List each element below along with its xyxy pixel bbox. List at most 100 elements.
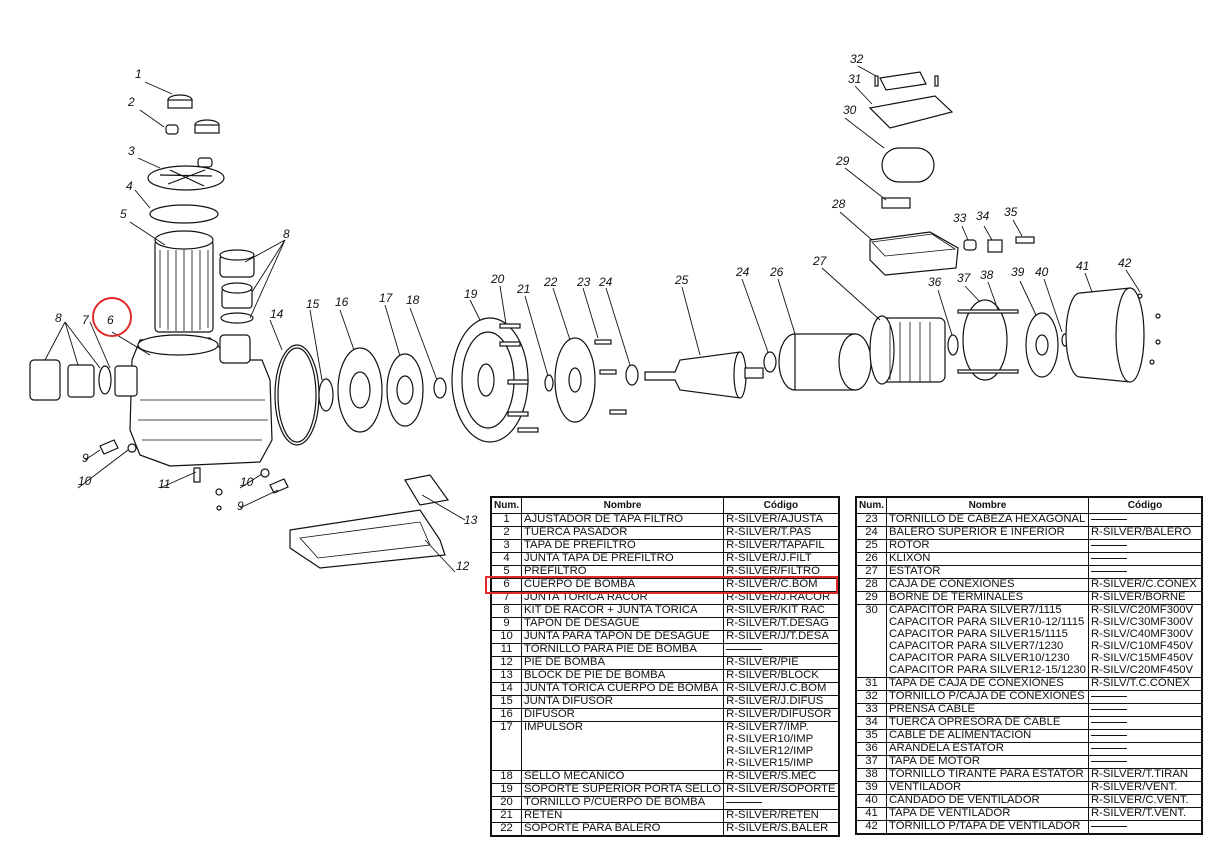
cell-name: DIFUSOR	[520, 708, 725, 722]
cell-name: TORNILLO DE CABEZA HEXAGONAL	[886, 513, 1089, 527]
part-rotor	[644, 351, 764, 399]
callout-37: 37	[957, 271, 972, 285]
callout-12: 12	[456, 559, 470, 573]
cell-code	[723, 643, 840, 657]
cell-code: R-SILVER/BLOCK	[723, 669, 840, 683]
callout-41: 41	[1076, 259, 1089, 273]
callout-21: 21	[516, 282, 530, 296]
cell-num: 24	[855, 526, 887, 540]
cell-name: ARANDELA ESTATOR	[886, 742, 1089, 756]
cell-code: R-SILVER/KIT RAC	[723, 604, 840, 618]
cell-num	[490, 746, 522, 758]
dash-mark	[1090, 544, 1127, 546]
callout-29: 29	[835, 154, 850, 168]
cell-name: SOPORTE PARA BALERO	[520, 822, 725, 836]
cell-name: TUERCA PASADOR	[520, 526, 725, 540]
cell-code: R-SILVER/DIFUSOR	[723, 708, 840, 722]
dash-mark	[1090, 570, 1127, 572]
cell-code: R-SILV/C30MF300V	[1087, 617, 1203, 629]
callout-11: 11	[158, 477, 170, 491]
cell-name: JUNTA TÓRICA CUERPO DE BOMBA	[520, 682, 725, 696]
callout-24-left: 24	[598, 275, 613, 289]
cell-name: JUNTA DIFUSOR	[520, 695, 725, 709]
cell-code: R-SILVER/J.DIFUS	[723, 695, 840, 709]
cell-code: R-SILVER/J.C.BOM	[723, 682, 840, 696]
cell-name: CAPACITOR PARA SILVER10/1230	[886, 653, 1089, 665]
cell-num: 18	[490, 770, 522, 784]
cell-name: CAPACITOR PARA SILVER15/1115	[886, 629, 1089, 641]
callout-9-left: 9	[82, 451, 89, 465]
cell-num	[855, 617, 887, 629]
header-code: Código	[723, 496, 840, 514]
cell-num: 12	[490, 656, 522, 670]
part-strainer-basket	[154, 230, 214, 333]
cell-num: 26	[855, 552, 887, 566]
cell-num: 23	[855, 513, 887, 527]
highlight-row-part-6	[485, 576, 838, 594]
callout-25: 25	[674, 273, 689, 287]
cell-num: 40	[855, 794, 887, 808]
cell-code: R-SILVER/S.BALER	[723, 822, 840, 836]
cell-code	[723, 796, 840, 810]
cell-num: 15	[490, 695, 522, 709]
part-motor-cap	[962, 299, 1008, 381]
cell-num: 41	[855, 807, 887, 821]
cell-num: 27	[855, 565, 887, 579]
cell-num: 31	[855, 677, 887, 691]
cell-name: TORNILLO P/CAJA DE CONEXIONES	[886, 690, 1089, 704]
part-fan-cover	[1065, 287, 1145, 383]
cell-num	[855, 665, 887, 678]
cell-code	[1087, 552, 1203, 566]
callout-28: 28	[831, 197, 846, 211]
cell-num: 11	[490, 643, 522, 657]
dash-mark	[726, 648, 763, 650]
callout-5: 5	[120, 207, 127, 221]
callout-8-left: 8	[55, 311, 62, 325]
callout-38: 38	[980, 268, 994, 282]
cell-num: 30	[855, 604, 887, 617]
cell-code: R-SILVER/FILTRO	[723, 565, 840, 579]
cell-code: R-SILVER/TAPAFIL	[723, 539, 840, 553]
callout-40: 40	[1035, 265, 1049, 279]
cell-num: 20	[490, 796, 522, 810]
header-name: Nombre	[886, 496, 1089, 514]
cell-name	[520, 746, 725, 758]
cell-num	[490, 758, 522, 771]
cell-name: BORNE DE TERMINALES	[886, 591, 1089, 605]
dash-mark	[1090, 695, 1127, 697]
dash-mark	[1090, 557, 1127, 559]
cell-name: JUNTA PARA TAPÓN DE DESAGUE	[520, 630, 725, 644]
cell-name: CAPACITOR PARA SILVER12-15/1230	[886, 665, 1089, 678]
header-num: Num.	[855, 496, 887, 514]
cell-code: R-SILVER/T.DESAG	[723, 617, 840, 631]
part-capacitor	[881, 147, 935, 183]
cell-code: R-SILVER/S.MEC	[723, 770, 840, 784]
callout-27: 27	[812, 254, 828, 268]
cell-code: R-SILV/C10MF450V	[1087, 641, 1203, 653]
cell-name: TORNILLO P/TAPA DE VENTILADOR	[886, 820, 1089, 834]
cell-code	[1087, 690, 1203, 704]
cell-num: 38	[855, 768, 887, 782]
cell-code: R-SILV/C20MF450V	[1087, 665, 1203, 678]
cell-name: CAPACITOR PARA SILVER10-12/1115	[886, 617, 1089, 629]
cell-code: R-SILVER/J/T.DESA	[723, 630, 840, 644]
cell-name: KLIXON	[886, 552, 1089, 566]
cell-name: BALERO SUPERIOR E INFERIOR	[886, 526, 1089, 540]
